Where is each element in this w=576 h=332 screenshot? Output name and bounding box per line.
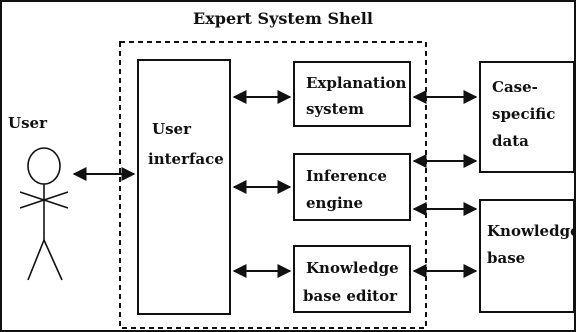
explanation-system-line2: system xyxy=(306,100,364,118)
case-data-box xyxy=(479,61,575,173)
inference-engine-line1: Inference xyxy=(306,167,387,185)
knowledge-base-box xyxy=(479,199,575,313)
user-arms-right xyxy=(19,191,69,209)
explanation-system-box xyxy=(293,61,411,127)
kb-editor-line1: Knowledge xyxy=(306,259,399,277)
user-head xyxy=(27,147,61,185)
user-leg-left xyxy=(27,239,45,281)
user-interface-box xyxy=(137,59,231,315)
user-leg-right xyxy=(43,239,63,281)
knowledge-base-line2: base xyxy=(487,249,525,267)
case-data-line3: data xyxy=(492,132,529,150)
user-label: User xyxy=(8,114,48,132)
user-figure xyxy=(19,147,69,281)
case-data-line2: specific xyxy=(492,105,555,123)
kb-editor-line2: base editor xyxy=(303,287,398,305)
knowledge-base-line1: Knowledge xyxy=(487,222,576,240)
explanation-system-line1: Explanation xyxy=(306,74,407,92)
user-interface-label-line1: User xyxy=(152,120,192,138)
shell-title: Expert System Shell xyxy=(193,9,373,28)
shell-boundary xyxy=(119,41,427,329)
kb-editor-box xyxy=(293,245,411,313)
inference-engine-line2: engine xyxy=(306,194,363,212)
inference-engine-box xyxy=(293,153,411,221)
case-data-line1: Case- xyxy=(492,78,538,96)
user-interface-label-line2: interface xyxy=(148,150,224,168)
